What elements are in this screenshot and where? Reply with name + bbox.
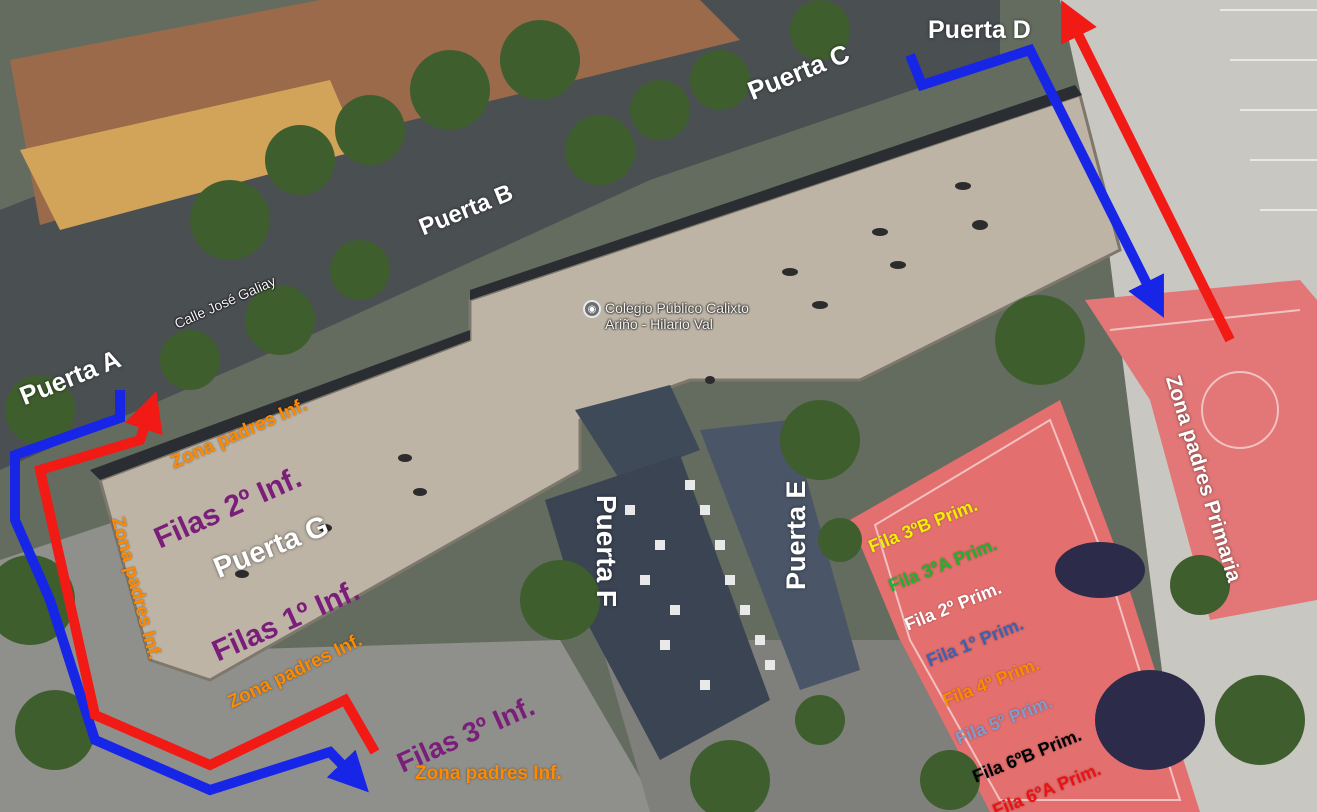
entry-route-primaria bbox=[905, 43, 1164, 318]
school-roof bbox=[98, 93, 1122, 682]
gate-d-label: Puerta D bbox=[928, 16, 1031, 44]
gate-f-label: Puerta F bbox=[591, 495, 622, 608]
sports-court-upper bbox=[1085, 280, 1317, 620]
zone-parents-inf-bottom: Zona padres Inf. bbox=[415, 763, 562, 784]
gym-roof bbox=[545, 455, 770, 760]
school-name-line-1: Colegio Público Calixto bbox=[605, 300, 749, 316]
access-routes bbox=[10, 0, 1235, 796]
school-name-line-2: Ariño - Hilario Val bbox=[605, 316, 713, 332]
school-poi[interactable]: ◉ Colegio Público Calixto Ariño - Hilari… bbox=[583, 300, 749, 332]
school-pin-icon: ◉ bbox=[583, 300, 601, 318]
school-name: Colegio Público Calixto Ariño - Hilario … bbox=[605, 300, 749, 332]
entry-route-infantil bbox=[10, 390, 369, 796]
exit-route-infantil bbox=[34, 391, 380, 771]
exit-route-primaria bbox=[1060, 0, 1235, 343]
gate-e-label: Puerta E bbox=[781, 480, 811, 590]
